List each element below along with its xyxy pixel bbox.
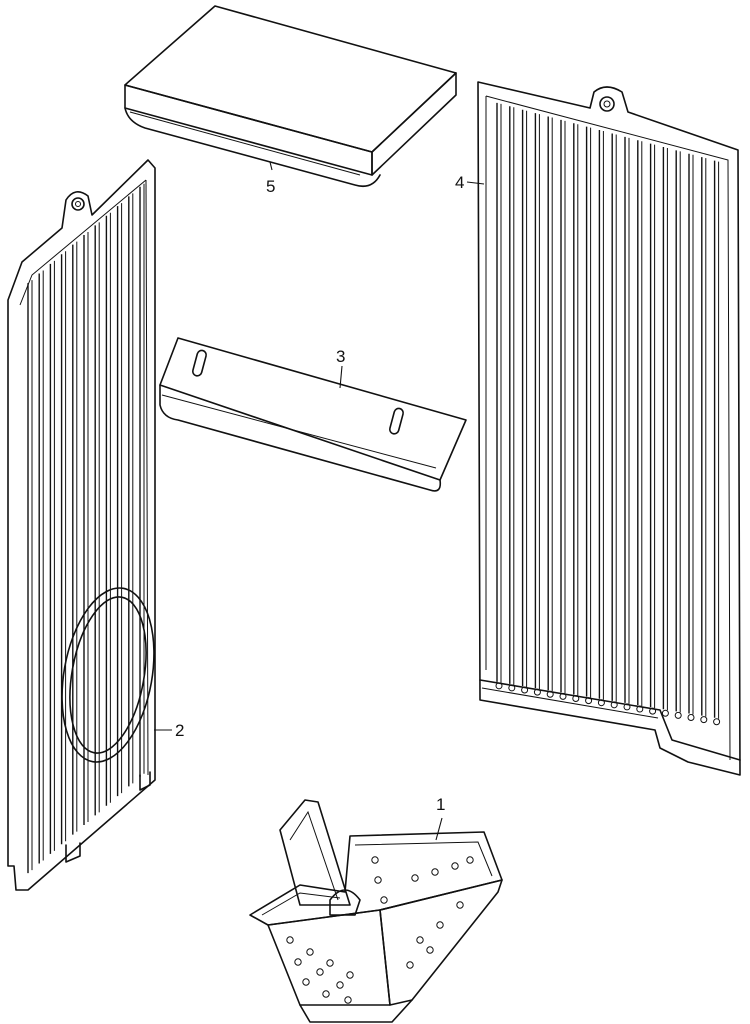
perforation-hole: [371, 856, 379, 864]
perforation-hole: [374, 876, 382, 884]
perforation-hole: [380, 896, 388, 904]
perforation-hole: [326, 959, 334, 967]
rib-end: [649, 707, 657, 715]
part-3-angle-bracket: [159, 337, 467, 492]
leader-4: [466, 181, 485, 185]
part-1-hopper: [249, 799, 503, 1023]
leader-5: [269, 161, 273, 171]
perforation-hole: [406, 961, 414, 969]
rib-end: [674, 711, 682, 719]
perforation-hole: [456, 901, 464, 909]
perforation-hole: [344, 996, 352, 1004]
perforation-hole: [426, 946, 434, 954]
perforation-hole: [286, 936, 294, 944]
part-4-ribs: [495, 102, 721, 726]
rib-end: [597, 699, 605, 707]
rib-end: [610, 701, 618, 709]
perforation-hole: [451, 862, 459, 870]
perforation-hole: [346, 971, 354, 979]
perforation-hole: [322, 990, 330, 998]
perforation-hole: [306, 948, 314, 956]
part-1-perforations: [286, 856, 474, 1004]
leader-1: [435, 817, 443, 841]
rib-end: [559, 692, 567, 700]
callout-5: 5: [266, 177, 275, 196]
part-2-ribbed-panel: [7, 159, 156, 891]
rib-end: [572, 694, 580, 702]
part-5-top-block: [124, 5, 457, 188]
rib-end: [623, 703, 631, 711]
perforation-hole: [431, 868, 439, 876]
part-4-ribbed-panel: [477, 81, 741, 776]
leader-3: [339, 365, 343, 389]
callouts: 1 2 3 4 5: [154, 161, 485, 841]
rib-end: [636, 705, 644, 713]
rib-end: [700, 716, 708, 724]
perforation-hole: [466, 856, 474, 864]
callout-3: 3: [336, 347, 345, 366]
perforation-hole: [416, 936, 424, 944]
rib-end: [508, 684, 516, 692]
perforation-hole: [316, 968, 324, 976]
callout-2: 2: [175, 721, 184, 740]
callout-4: 4: [455, 173, 464, 192]
rib-end: [585, 697, 593, 705]
rib-end: [533, 688, 541, 696]
perforation-hole: [302, 978, 310, 986]
rib-end: [495, 682, 503, 690]
perforation-hole: [411, 874, 419, 882]
perforation-hole: [294, 958, 302, 966]
rib-end: [521, 686, 529, 694]
rib-end: [661, 709, 669, 717]
perforation-hole: [436, 921, 444, 929]
perforation-hole: [336, 981, 344, 989]
rib-end: [546, 690, 554, 698]
rib-end: [713, 718, 721, 726]
callout-1: 1: [436, 795, 445, 814]
rib-end: [687, 713, 695, 721]
part-2-ribs: [27, 183, 145, 874]
